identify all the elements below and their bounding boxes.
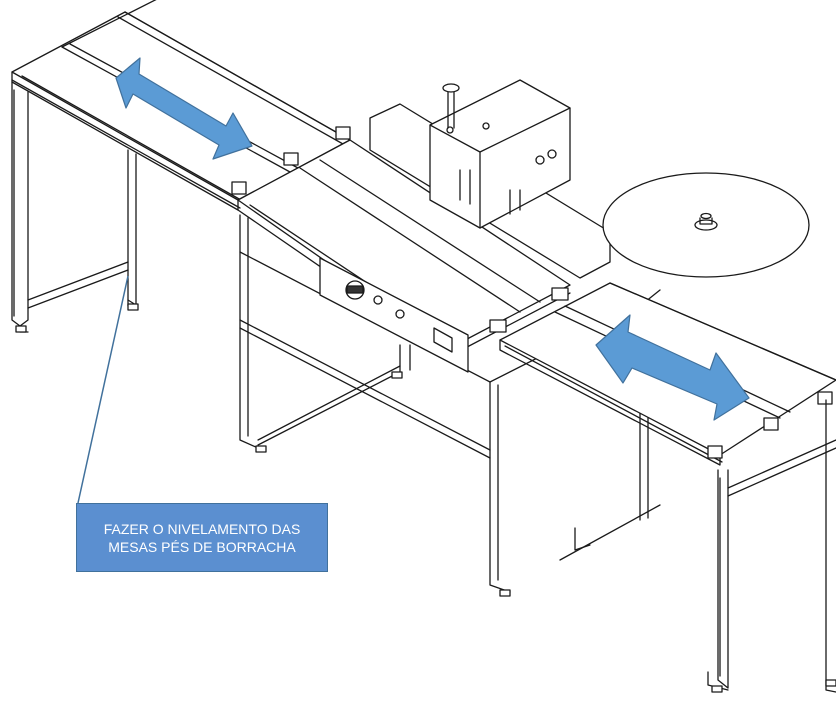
callout-line-2: MESAS PÉS DE BORRACHA (108, 538, 296, 555)
right-table (499, 282, 836, 693)
leveling-feet (15, 303, 836, 693)
double-arrow-right-table (595, 314, 750, 421)
leveling-note-callout: FAZER O NIVELAMENTO DAS MESAS PÉS DE BOR… (76, 503, 328, 572)
double-arrow-left-table (115, 57, 253, 160)
callout-line-1: FAZER O NIVELAMENTO DAS (103, 520, 301, 537)
rotary-disk (602, 172, 810, 278)
leader-line (77, 275, 129, 504)
center-machine (237, 79, 661, 593)
